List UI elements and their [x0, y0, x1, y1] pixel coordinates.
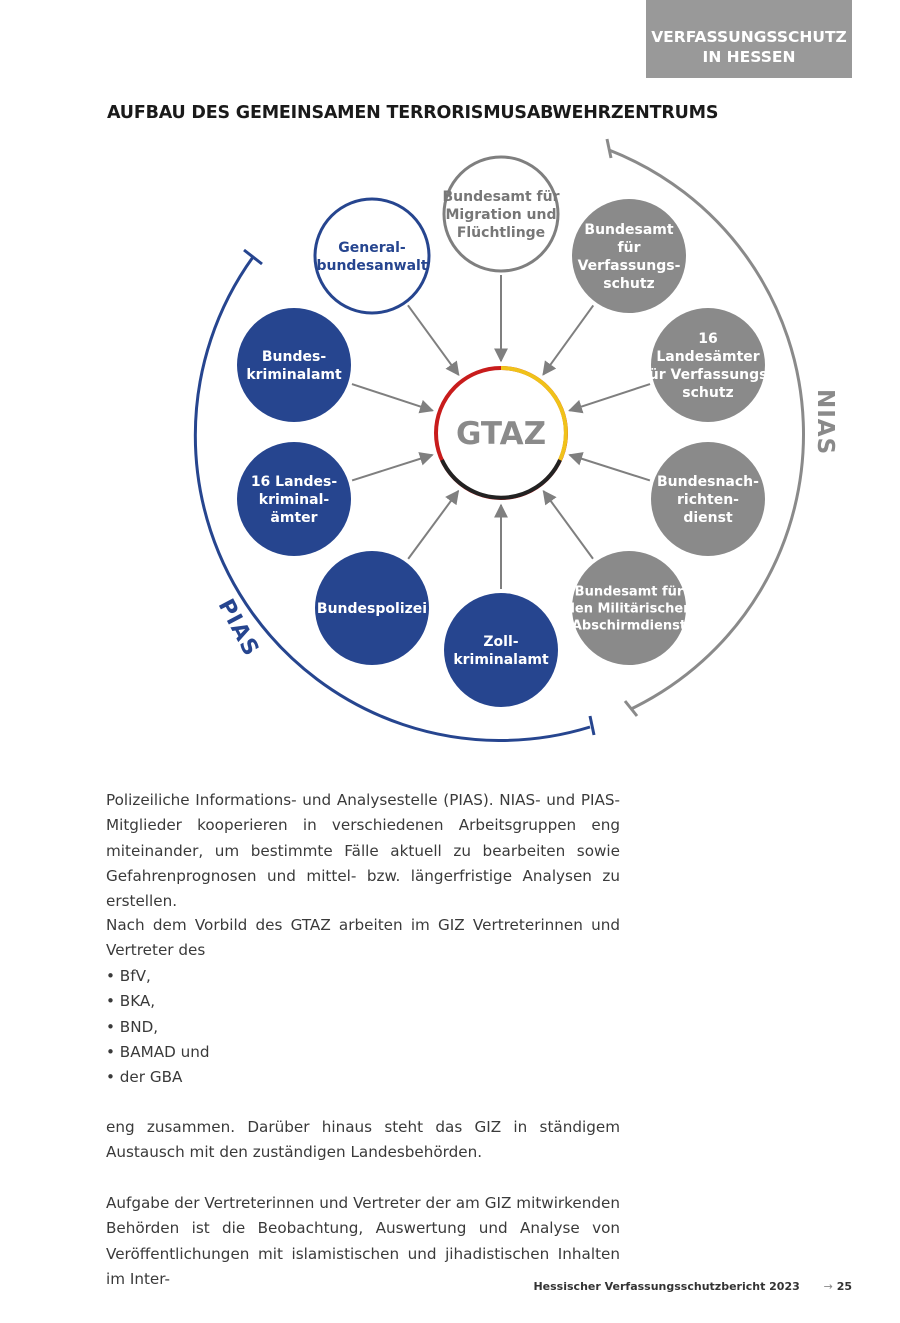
- agency-node-label: Migration und: [445, 207, 556, 223]
- section-title: AUFBAU DES GEMEINSAMEN TERRORISMUSABWEHR…: [107, 103, 719, 123]
- agency-node-label: ämter: [270, 510, 317, 526]
- agency-node-label: richten-: [677, 492, 739, 508]
- agency-node-circle: [315, 551, 429, 665]
- footer-page-number: 25: [836, 1280, 852, 1293]
- list-item: BfV,: [106, 964, 210, 989]
- list-item: BKA,: [106, 989, 210, 1014]
- agency-node: 16 Landes-kriminal-ämter: [237, 442, 351, 556]
- agency-node-circle: [572, 199, 686, 313]
- agency-node-label: dienst: [683, 510, 733, 526]
- agency-node-label: Zoll-: [483, 634, 518, 650]
- gtaz-center-label: GTAZ: [456, 416, 546, 452]
- agency-node-label: für: [618, 240, 641, 256]
- nias-arc-cap-bottom: [623, 700, 639, 717]
- bullet-list: BfV, BKA, BND, BAMAD und der GBA: [106, 964, 210, 1090]
- agency-node-label: Bundesamt: [584, 222, 673, 238]
- agency-node-label: Verfassungs-: [578, 258, 681, 274]
- nias-label: NIAS: [812, 389, 838, 455]
- agency-node-circle: [237, 308, 351, 422]
- agency-node: Bundes-kriminalamt: [237, 308, 351, 422]
- footer: Hessischer Verfassungsschutzbericht 2023…: [533, 1280, 852, 1293]
- agency-node: Bundesamt für den MilitärischenAbschirmdi…: [566, 551, 693, 665]
- agency-node-circle: [313, 197, 431, 315]
- node-arrow: [351, 452, 434, 482]
- node-arrow: [568, 452, 651, 482]
- agency-node: Zoll-kriminalamt: [444, 593, 558, 707]
- paragraph-1: Polizeiliche Informations- und Analysest…: [106, 791, 620, 911]
- pias-label: PIAS: [213, 595, 264, 661]
- node-arrow: [351, 383, 434, 414]
- agency-node: Bundespolizei: [315, 551, 429, 665]
- header-line-2: IN HESSEN: [702, 48, 796, 66]
- agency-node-label: für Verfassungs-: [643, 367, 774, 383]
- header-line-1: VERFASSUNGSSCHUTZ: [651, 28, 847, 46]
- nias-arc: [608, 148, 805, 711]
- node-arrow: [568, 383, 651, 414]
- agency-node-circle: [651, 308, 765, 422]
- agency-node-circle: [237, 442, 351, 556]
- agency-node-label: den Militärischen: [566, 602, 693, 617]
- agency-node-label: Bundes-: [262, 349, 326, 365]
- agency-node-label: kriminalamt: [453, 652, 549, 668]
- list-item: der GBA: [106, 1065, 210, 1090]
- gtaz-diagram: PIAS NIAS GTAZ General-bundesanwaltBunde…: [193, 138, 838, 742]
- gtaz-center-ring-black: [440, 459, 562, 500]
- agency-node-label: Flüchtlinge: [457, 225, 545, 241]
- arrow-right-icon: →: [823, 1280, 833, 1293]
- agency-node-label: General-: [338, 240, 406, 256]
- agency-node-label: Landesämter: [656, 349, 759, 365]
- paragraph-2: Nach dem Vorbild des GTAZ arbeiten im GI…: [106, 916, 620, 960]
- agency-node-circle: [444, 593, 558, 707]
- paragraph-4: Aufgabe der Vertreterinnen und Vertreter…: [106, 1194, 620, 1288]
- pias-arc-cap-top: [243, 248, 263, 266]
- agency-node-label: 16: [698, 331, 717, 347]
- agency-node: Bundesnach-richten-dienst: [651, 442, 765, 556]
- agency-node-label: Bundesamt für: [442, 189, 559, 205]
- agency-node: General-bundesanwalt: [313, 197, 431, 315]
- agency-node-label: Bundesamt für: [575, 585, 684, 600]
- agency-node-label: kriminal-: [259, 492, 330, 508]
- agency-node-label: schutz: [682, 385, 733, 401]
- agency-node-label: bundesanwalt: [316, 258, 427, 274]
- agency-node-label: 16 Landes-: [251, 474, 338, 490]
- agency-node-circle: [572, 551, 686, 665]
- agency-node-circle: [442, 155, 560, 273]
- node-arrow: [542, 489, 594, 560]
- nias-arc-cap-top: [605, 138, 613, 159]
- pias-arc: [193, 256, 591, 742]
- pias-arc-cap-bottom: [588, 715, 596, 736]
- footer-report-title: Hessischer Verfassungsschutzbericht 2023: [533, 1280, 800, 1293]
- gtaz-center-ring-gold: [500, 366, 568, 461]
- agency-node-label: schutz: [603, 276, 654, 292]
- agency-node-label: Bundespolizei: [317, 601, 427, 617]
- node-arrow: [407, 489, 460, 560]
- agency-node-label: Bundesnach-: [657, 474, 759, 490]
- agency-node-label: kriminalamt: [246, 367, 342, 383]
- list-item: BND,: [106, 1015, 210, 1040]
- node-arrow: [542, 304, 595, 376]
- header-tab: VERFASSUNGSSCHUTZ IN HESSEN: [646, 0, 852, 78]
- agency-node-circle: [651, 442, 765, 556]
- arrows: [351, 275, 651, 589]
- agency-node-label: Abschirmdienst: [572, 619, 686, 634]
- list-item: BAMAD und: [106, 1040, 210, 1065]
- node-arrow: [407, 304, 460, 376]
- paragraph-3: eng zusammen. Darüber hinaus steht das G…: [106, 1118, 620, 1162]
